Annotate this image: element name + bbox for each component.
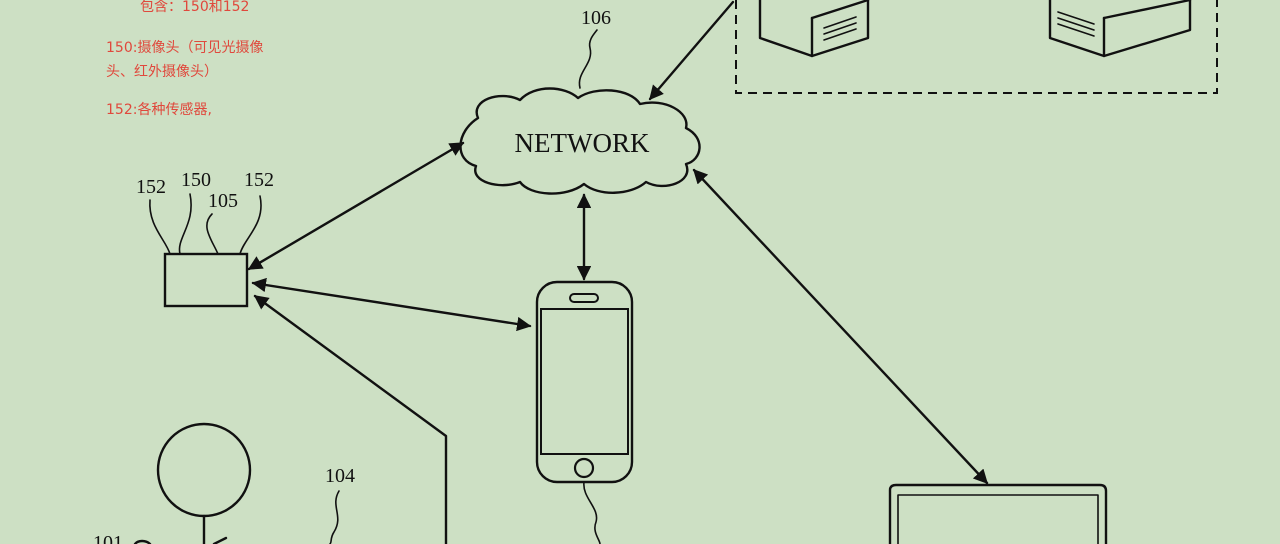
person-leader-line: [329, 490, 340, 544]
annotation-152: 152:各种传感器,: [106, 102, 212, 118]
annotation-includes: 包含：150和152: [140, 0, 250, 15]
annotation-150-line2: 头、红外摄像头）: [106, 64, 218, 80]
ref-104: 104: [325, 465, 355, 487]
leader-152-right: [239, 195, 262, 255]
server-group: [735, 0, 1218, 94]
server-right-icon: [1048, 0, 1192, 58]
person: 104 101: [93, 422, 355, 544]
arrow-person-device: [253, 294, 448, 544]
arrow-device-phone: [251, 277, 532, 332]
ref-150: 150: [181, 169, 211, 191]
arrow-network-laptop: [692, 168, 989, 485]
ref-152-left: 152: [136, 176, 166, 198]
phone-leader-line: [583, 481, 601, 544]
ref-101-partial: 101: [93, 532, 123, 544]
network-label: NETWORK: [515, 128, 650, 158]
leader-152-left: [149, 199, 171, 255]
network-leader-line: [578, 29, 598, 89]
network-ref-label: 106: [581, 7, 611, 29]
laptop: [888, 483, 1108, 544]
ref-105: 105: [208, 190, 238, 212]
server-left-icon: [758, 0, 870, 58]
sensor-device: 152 150 105 152: [136, 169, 274, 308]
arrow-servers-network: [648, 0, 735, 101]
leader-105: [206, 213, 219, 255]
leader-150: [178, 193, 192, 255]
annotation-150-line1: 150:摄像头（可见光摄像: [106, 40, 264, 56]
smartphone: [535, 280, 634, 544]
speaker-icon: [569, 293, 599, 303]
ref-152-right: 152: [244, 169, 274, 191]
home-button-icon: [573, 457, 595, 479]
network-cloud: NETWORK: [459, 87, 701, 195]
person-head: [156, 422, 252, 518]
arrow-network-device: [247, 141, 465, 271]
